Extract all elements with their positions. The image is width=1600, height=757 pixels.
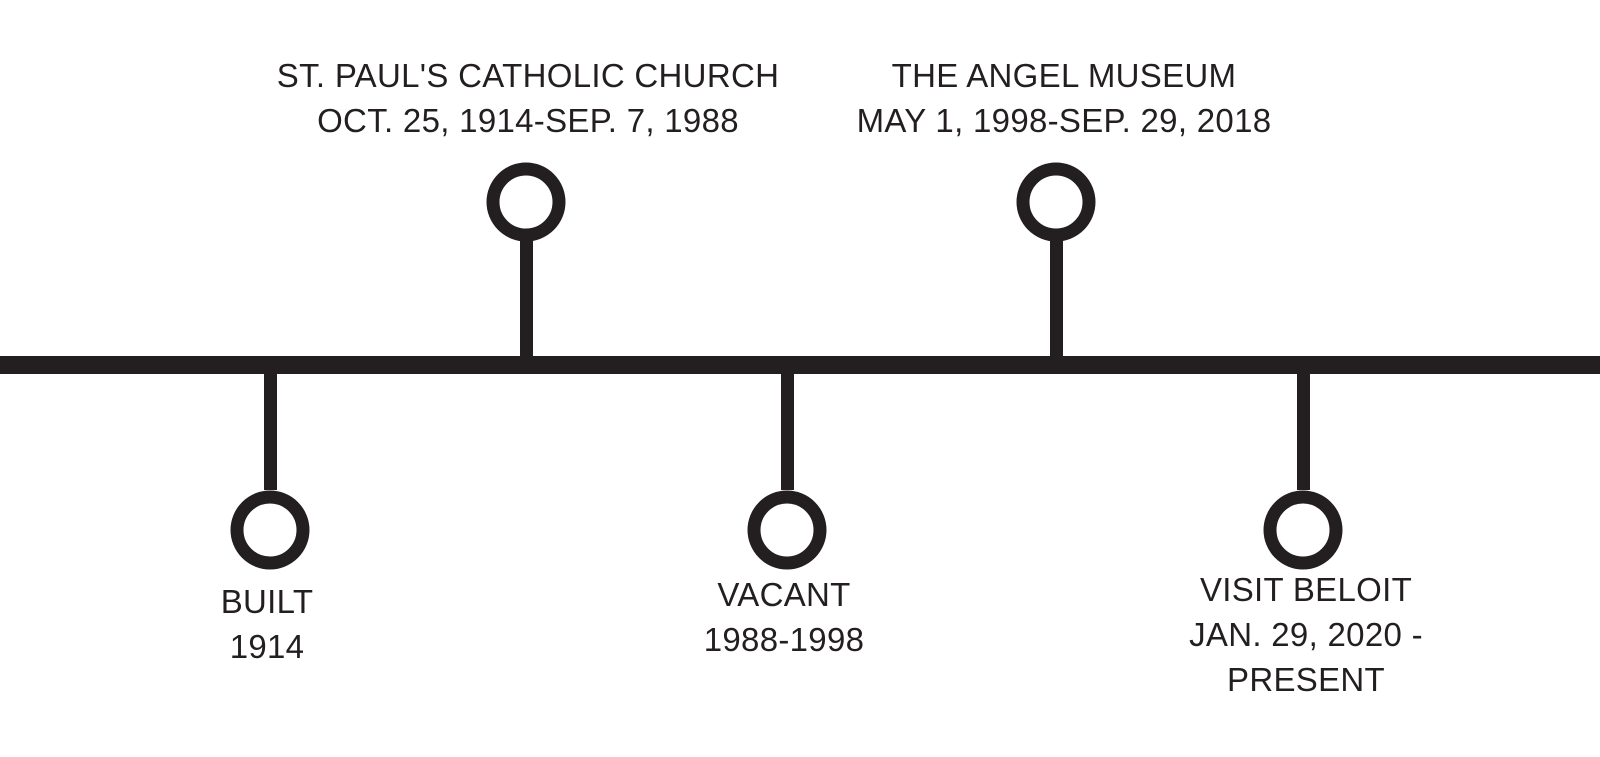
marker-stem-vacant <box>781 372 794 490</box>
event-title: VISIT BELOIT <box>1199 571 1413 608</box>
timeline-marker-vacant <box>747 372 827 570</box>
marker-circle-built <box>230 490 310 570</box>
timeline-marker-visit <box>1263 372 1343 570</box>
timeline-marker-church <box>486 162 566 358</box>
event-dates-continued: PRESENT <box>1227 661 1385 698</box>
marker-stem-church <box>520 238 533 358</box>
marker-stem-museum <box>1050 238 1063 358</box>
event-label-visit: VISIT BELOIT JAN. 29, 2020 - PRESENT <box>1046 567 1566 702</box>
event-dates: MAY 1, 1998-SEP. 29, 2018 <box>856 102 1272 139</box>
event-title: THE ANGEL MUSEUM <box>891 57 1237 94</box>
event-label-museum: THE ANGEL MUSEUM MAY 1, 1998-SEP. 29, 20… <box>804 53 1324 143</box>
timeline-marker-built <box>230 372 310 570</box>
marker-stem-built <box>264 372 277 490</box>
event-dates: 1914 <box>229 628 305 665</box>
marker-stem-visit <box>1297 372 1310 490</box>
event-title: VACANT <box>717 576 851 613</box>
event-label-built: BUILT 1914 <box>7 579 527 669</box>
event-label-church: ST. PAUL'S CATHOLIC CHURCH OCT. 25, 1914… <box>268 53 788 143</box>
timeline-marker-museum <box>1016 162 1096 358</box>
marker-circle-visit <box>1263 490 1343 570</box>
event-label-vacant: VACANT 1988-1998 <box>524 572 1044 662</box>
marker-circle-church <box>486 162 566 242</box>
event-dates: 1988-1998 <box>703 621 865 658</box>
event-dates: JAN. 29, 2020 - <box>1189 616 1423 653</box>
event-title: BUILT <box>220 583 314 620</box>
event-title: ST. PAUL'S CATHOLIC CHURCH <box>276 57 780 94</box>
marker-circle-museum <box>1016 162 1096 242</box>
event-dates: OCT. 25, 1914-SEP. 7, 1988 <box>317 102 739 139</box>
marker-circle-vacant <box>747 490 827 570</box>
timeline-axis <box>0 356 1600 374</box>
